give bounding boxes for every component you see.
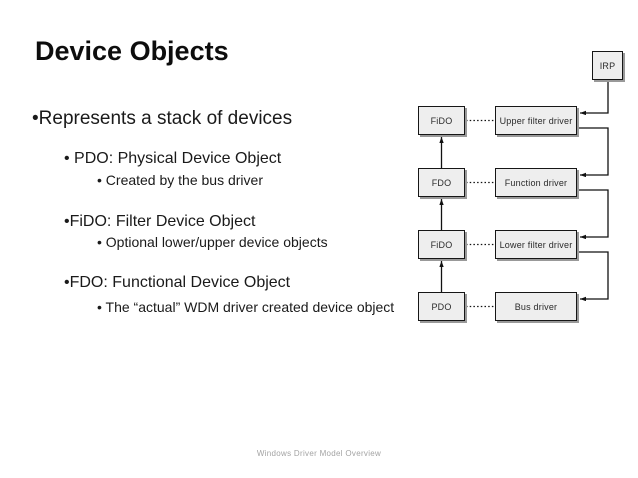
- bullet-pdo: • PDO: Physical Device Object: [64, 150, 282, 167]
- bullet-represents: •Represents a stack of devices: [32, 108, 293, 129]
- bullet-fido-sub: • Optional lower/upper device objects: [97, 234, 328, 250]
- device-box-fido-upper: FiDO: [418, 106, 465, 135]
- device-box-fido-lower: FiDO: [418, 230, 465, 259]
- device-box-fdo: FDO: [418, 168, 465, 197]
- device-box-pdo: PDO: [418, 292, 465, 321]
- driver-box-lower-filter: Lower filter driver: [495, 230, 577, 259]
- driver-box-function: Function driver: [495, 168, 577, 197]
- irp-to-upper-filter-line: [580, 81, 609, 116]
- irp-box: IRP: [592, 51, 623, 80]
- footer-text: Windows Driver Model Overview: [256, 449, 382, 458]
- lower-to-bus-line: [577, 251, 609, 302]
- page-title: Device Objects: [35, 36, 229, 66]
- bullet-pdo-sub: • Created by the bus driver: [97, 172, 263, 188]
- bullet-fdo-sub: • The “actual” WDM driver created device…: [97, 299, 395, 315]
- function-to-lower-line: [577, 189, 609, 240]
- driver-box-bus: Bus driver: [495, 292, 577, 321]
- driver-box-upper-filter: Upper filter driver: [495, 106, 577, 135]
- bullet-fido: •FiDO: Filter Device Object: [64, 213, 256, 230]
- upper-to-function-line: [577, 127, 609, 178]
- bullet-fdo: •FDO: Functional Device Object: [64, 274, 291, 291]
